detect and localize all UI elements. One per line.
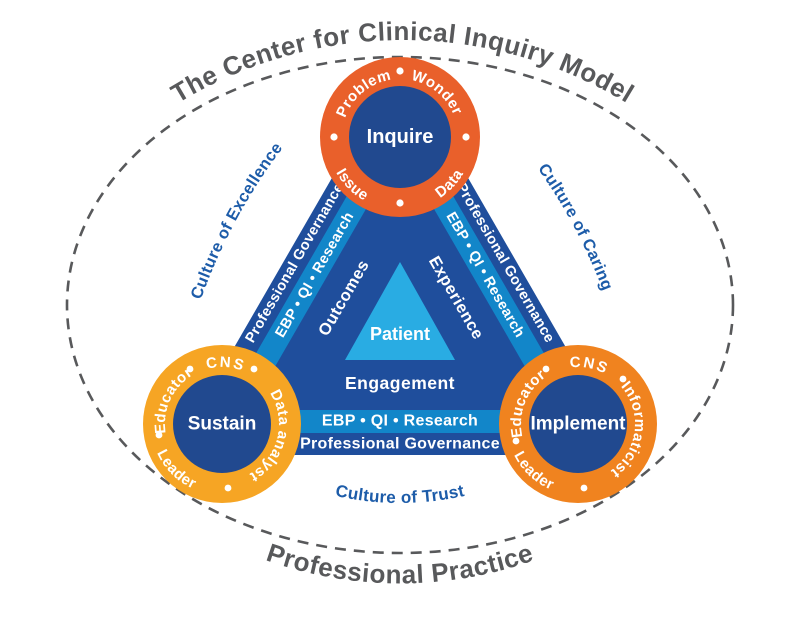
sustain-ring-dot-top-right xyxy=(250,365,258,373)
implement-node: Implement Educator CNS Informaticist Lea… xyxy=(499,345,657,503)
sustain-label: Sustain xyxy=(188,414,257,435)
implement-ring-dot-bottom xyxy=(580,484,588,492)
sustain-ring-dot-left xyxy=(155,431,163,439)
implement-ring-dot-top-right xyxy=(619,375,627,383)
sustain-ring-dot-bottom xyxy=(224,484,232,492)
culture-of-caring-label: Culture of Caring xyxy=(534,160,616,293)
patient-label: Patient xyxy=(370,324,430,344)
inquire-core xyxy=(349,86,451,188)
engagement-label: Engagement xyxy=(345,373,455,393)
implement-ring-dot-left xyxy=(512,437,520,445)
culture-of-excellence-label: Culture of Excellence xyxy=(188,139,287,301)
bottom-methods-band-label: EBP • QI • Research xyxy=(322,413,478,430)
inquire-label: Inquire xyxy=(367,126,434,148)
diagram-footer: Professional Practice xyxy=(263,537,537,589)
patient-triangle xyxy=(345,262,455,360)
implement-core xyxy=(529,375,627,473)
inquire-node: Inquire Problem Wonder Data Issue xyxy=(320,57,480,217)
culture-of-trust-label: Culture of Trust xyxy=(334,481,466,507)
sustain-ring-dot-top-left xyxy=(186,365,194,373)
implement-ring-dot-top-left xyxy=(542,365,550,373)
implement-label: Implement xyxy=(530,414,626,435)
inquire-ring-dot-left xyxy=(330,133,338,141)
inquire-ring-dot-top xyxy=(396,67,404,75)
sustain-ring-cns: CNS xyxy=(205,354,248,375)
inquire-ring-dot-right xyxy=(462,133,470,141)
bottom-governance-band-label: Professional Governance xyxy=(300,436,500,453)
sustain-core xyxy=(173,375,271,473)
sustain-node: Sustain Educator CNS Data analyst Leader xyxy=(143,345,301,503)
inquire-ring-dot-bottom xyxy=(396,199,404,207)
